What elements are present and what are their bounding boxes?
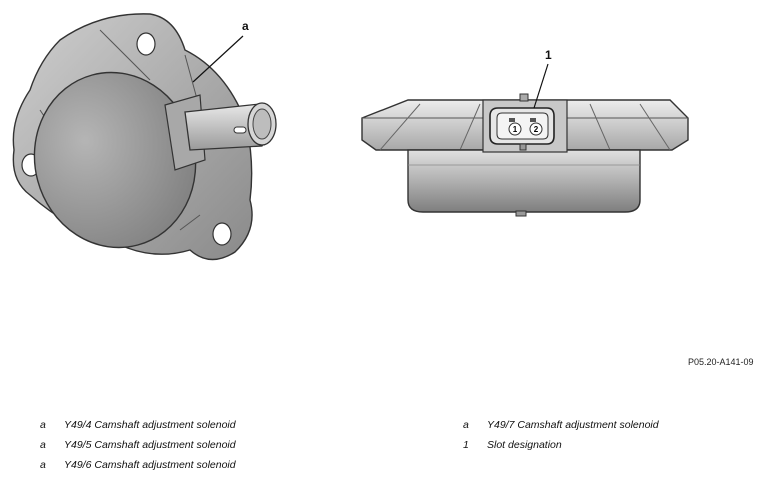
legend-item: 1 Slot designation — [463, 439, 723, 459]
solenoid-side-view: 1 2 — [361, 63, 689, 217]
legend-item: a Y49/5 Camshaft adjustment solenoid — [40, 439, 320, 459]
legend-key: a — [40, 419, 46, 431]
legend-key: a — [40, 439, 46, 451]
pin-2-label: 2 — [534, 125, 539, 134]
legend-text: Y49/4 Camshaft adjustment solenoid — [64, 419, 236, 431]
pin-1-marker — [508, 122, 522, 136]
legend-key: a — [40, 459, 46, 471]
callout-1-leader — [533, 63, 549, 109]
solenoid-perspective-view — [12, 13, 277, 261]
legend-item: a Y49/7 Camshaft adjustment solenoid — [463, 419, 723, 439]
callout-1: 1 — [545, 48, 552, 62]
legend-key: 1 — [463, 439, 469, 451]
pin-2-marker — [529, 122, 543, 136]
technical-illustration: 1 2 a 1 — [12, 13, 689, 261]
legend-left: a Y49/4 Camshaft adjustment solenoid a Y… — [40, 419, 320, 479]
legend-text: Slot designation — [487, 439, 562, 451]
callout-a: a — [242, 19, 249, 33]
legend-item: a Y49/4 Camshaft adjustment solenoid — [40, 419, 320, 439]
legend-text: Y49/7 Camshaft adjustment solenoid — [487, 419, 659, 431]
legend-right: a Y49/7 Camshaft adjustment solenoid 1 S… — [463, 419, 723, 459]
solenoid-drawings: 1 2 — [12, 13, 689, 261]
legend-key: a — [463, 419, 469, 431]
legend-item: a Y49/6 Camshaft adjustment solenoid — [40, 459, 320, 479]
legend-text: Y49/6 Camshaft adjustment solenoid — [64, 459, 236, 471]
pin-1-label: 1 — [513, 125, 518, 134]
callout-a-leader — [192, 35, 244, 83]
legend-text: Y49/5 Camshaft adjustment solenoid — [64, 439, 236, 451]
figure-reference: P05.20-A141-09 — [688, 357, 754, 367]
